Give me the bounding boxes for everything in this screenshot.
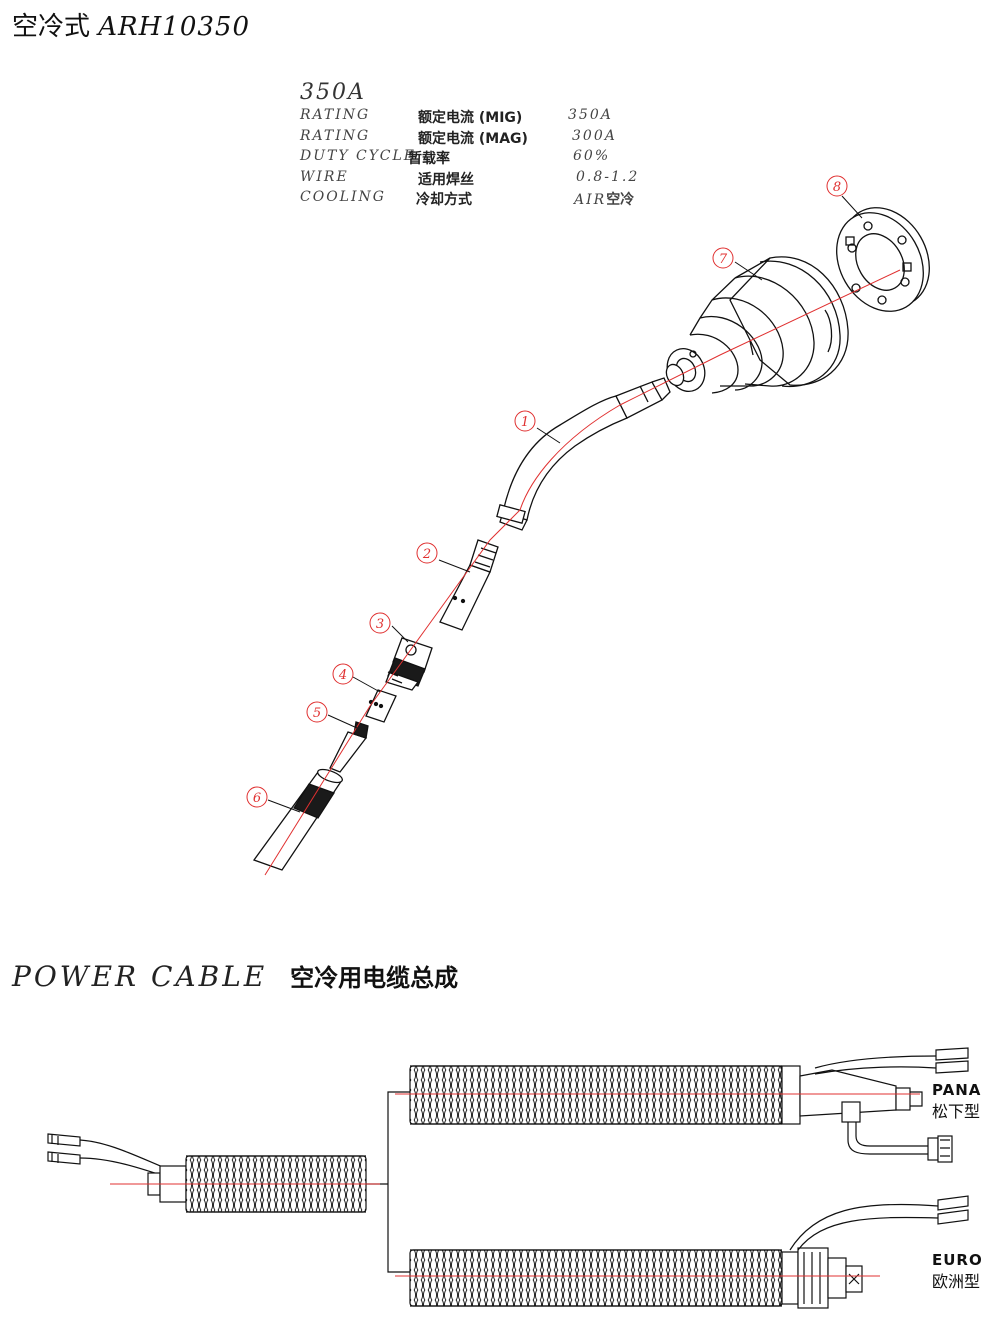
spec-cn: 额定电流 (MAG) xyxy=(418,130,528,147)
spec-en: COOLING xyxy=(300,189,386,205)
gooseneck xyxy=(496,377,671,531)
rating-headline: 350A xyxy=(300,80,366,105)
callout-8-label: 8 xyxy=(833,180,841,195)
spec-value: 300A xyxy=(572,128,617,144)
callout-3 xyxy=(369,612,391,634)
spec-row: RATING 额定电流 (MAG) 300A xyxy=(300,128,615,149)
callout-3-label: 3 xyxy=(376,617,384,632)
spec-cn: 额定电流 (MIG) xyxy=(418,110,523,126)
torch-exploded-diagram: 1 2 3 4 5 6 7 8 xyxy=(246,175,930,876)
callout-2 xyxy=(416,542,438,564)
spec-table: 350A RATING 额定电流 (MIG) 350A RATING 额定电流 … xyxy=(300,80,637,210)
power-cable-title: POWER CABLE 空冷用电缆总成 xyxy=(12,958,458,993)
callout-1-label: 1 xyxy=(521,415,529,430)
torch-centerline xyxy=(264,269,901,876)
callout-4 xyxy=(332,663,354,685)
nozzle xyxy=(252,768,344,871)
spec-value-text: 350A xyxy=(568,107,613,123)
connector-name: 松下型 xyxy=(932,1102,981,1121)
spec-value-text: 0.8-1.2 xyxy=(576,168,640,185)
spec-value: 350A xyxy=(568,107,613,123)
connector-name: 欧洲型 xyxy=(932,1272,981,1291)
branch-bracket xyxy=(366,1091,410,1273)
title-cn: 空冷式 xyxy=(12,12,91,42)
spec-en: RATING xyxy=(300,127,371,144)
callout-6 xyxy=(246,786,268,808)
spec-row: DUTY CYCLE 暂载率 60% xyxy=(300,148,608,169)
callout-circles xyxy=(246,175,848,808)
callout-7-label: 7 xyxy=(719,252,728,267)
cable-pana xyxy=(409,1047,969,1163)
spec-cn: 冷却方式 xyxy=(416,192,472,208)
spec-value: AIR空冷 xyxy=(574,189,634,209)
spec-row: WIRE 适用焊丝 0.8-1.2 xyxy=(300,168,637,190)
spec-value-text: 60% xyxy=(573,148,611,164)
spec-value-text: AIR xyxy=(574,192,607,208)
power-cable-title-en: POWER CABLE xyxy=(12,960,268,993)
spec-value-text: 300A xyxy=(572,127,617,144)
spec-en: WIRE xyxy=(300,168,349,185)
cable-euro xyxy=(409,1195,969,1309)
callout-5-label: 5 xyxy=(313,706,321,721)
callout-2-label: 2 xyxy=(422,547,431,562)
spec-value: 0.8-1.2 xyxy=(576,169,639,185)
spec-cn: 适用焊丝 xyxy=(418,171,474,188)
back-housing xyxy=(665,256,849,394)
connector-code: EURO xyxy=(932,1251,983,1269)
tip-adapter xyxy=(439,539,499,631)
spec-en: DUTY CYCLE xyxy=(300,148,416,164)
spec-row: RATING 额定电流 (MIG) 350A xyxy=(300,107,611,128)
callout-5 xyxy=(306,701,328,723)
connector-label-pana: PANA 松下型 xyxy=(932,1080,981,1122)
nozzle-holder xyxy=(385,637,433,691)
callout-8 xyxy=(826,175,848,197)
spec-value: 60% xyxy=(573,148,610,164)
callout-1 xyxy=(514,410,536,432)
spec-en: RATING xyxy=(300,107,371,123)
callout-6-label: 6 xyxy=(253,791,261,806)
callout-7 xyxy=(712,247,734,269)
title-model: ARH10350 xyxy=(98,12,251,42)
spec-value-cn: 空冷 xyxy=(606,192,635,208)
cable-left xyxy=(47,1133,367,1213)
callout-leaders xyxy=(267,195,863,813)
connector-label-euro: EURO 欧洲型 xyxy=(932,1250,983,1292)
connector-code: PANA xyxy=(932,1081,982,1099)
spec-row: COOLING 冷却方式 AIR空冷 xyxy=(300,189,634,210)
flange-ring xyxy=(836,207,930,312)
insulator-sleeve xyxy=(365,689,397,723)
power-cable-diagram xyxy=(47,1047,969,1309)
spec-cn: 暂载率 xyxy=(408,151,450,167)
power-cable-title-cn: 空冷用电缆总成 xyxy=(290,964,459,992)
page-title: 空冷式 ARH10350 xyxy=(12,6,250,43)
cable-centerlines xyxy=(110,1093,920,1277)
callout-4-label: 4 xyxy=(338,668,347,683)
contact-tip xyxy=(329,721,369,773)
